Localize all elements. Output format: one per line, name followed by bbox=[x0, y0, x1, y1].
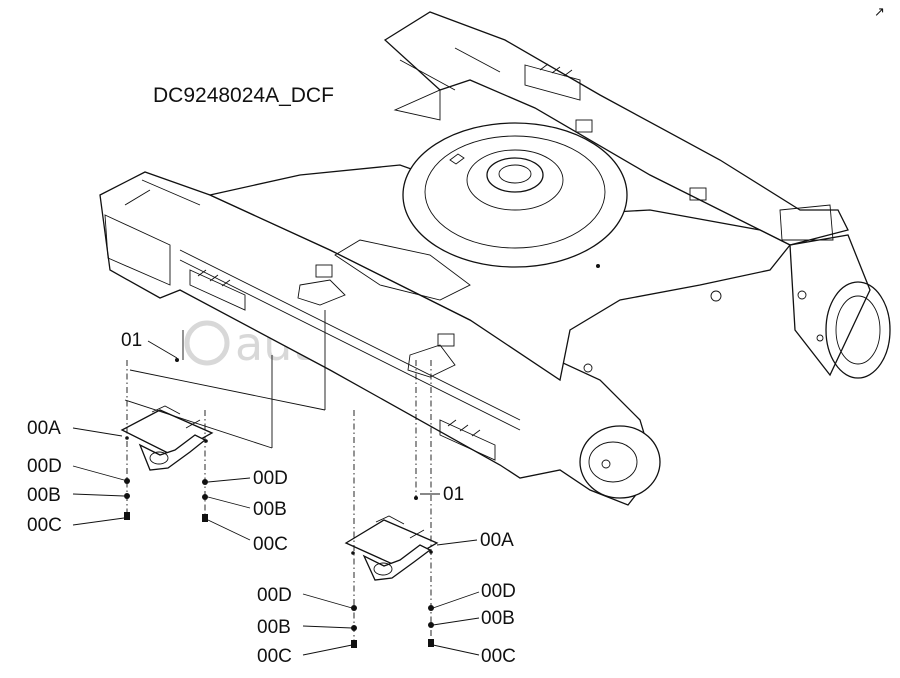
callout-00B-bottom-right: 00B bbox=[481, 608, 515, 629]
callout-01-lower: 01 bbox=[443, 484, 464, 505]
corner-mark: ↗ bbox=[874, 4, 885, 19]
track-frame bbox=[99, 11, 891, 506]
callout-00C-mid: 00C bbox=[253, 534, 288, 555]
callout-00A-left: 00A bbox=[27, 418, 61, 439]
callout-00D-mid: 00D bbox=[253, 468, 288, 489]
callout-00C-left: 00C bbox=[27, 515, 62, 536]
drawing-id: DC9248024A_DCF bbox=[153, 84, 334, 107]
callout-00D-bottom-right: 00D bbox=[481, 581, 516, 602]
assembly-lines bbox=[124, 310, 432, 645]
callout-00B-mid: 00B bbox=[253, 499, 287, 520]
callout-00C-bottom-left: 00C bbox=[257, 646, 292, 667]
guide-bracket-right bbox=[344, 515, 439, 581]
swing-bearing-outer bbox=[402, 122, 628, 268]
callout-00C-bottom-right: 00C bbox=[481, 646, 516, 667]
idler-housing-lower bbox=[579, 425, 661, 499]
callout-00D-left: 00D bbox=[27, 456, 62, 477]
right-side-frame bbox=[383, 11, 849, 246]
guide-bracket-left bbox=[120, 405, 214, 471]
callout-01-upper: 01 bbox=[121, 330, 142, 351]
callout-00D-bottom-left: 00D bbox=[257, 585, 292, 606]
center-joint bbox=[486, 157, 544, 193]
callout-00B-left: 00B bbox=[27, 485, 61, 506]
callout-00B-bottom-left: 00B bbox=[257, 617, 291, 638]
callout-00A-right: 00A bbox=[480, 530, 514, 551]
leader-lines bbox=[72, 340, 480, 656]
callouts: 01 00A 00D 00B 00C 00D 00B 00C 01 00A 00… bbox=[27, 330, 516, 667]
